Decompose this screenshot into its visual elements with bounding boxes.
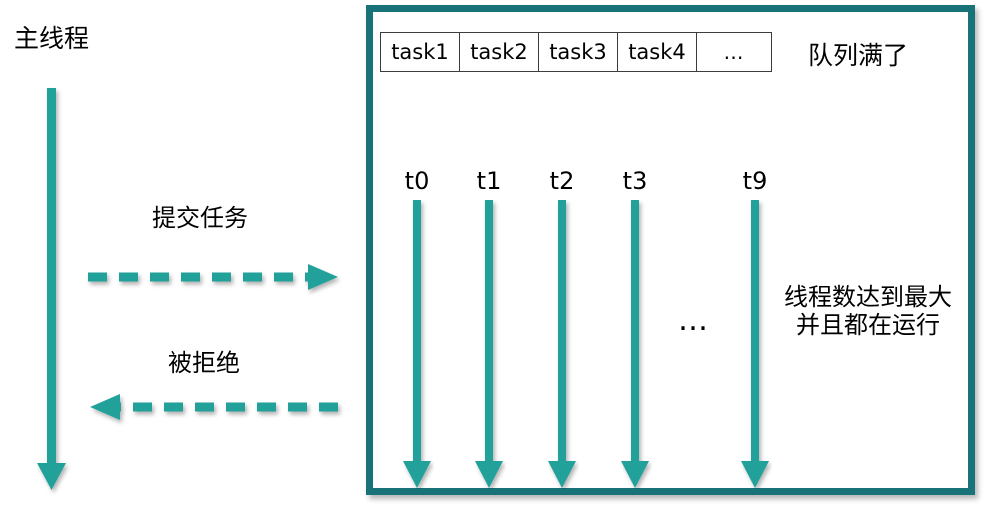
- queue-cell-ellipsis: …: [696, 32, 772, 72]
- thread-arrow-t1: [475, 200, 503, 488]
- thread-label-t3: t3: [622, 167, 648, 195]
- queue-cell-task1: task1: [380, 32, 460, 72]
- thread-label-t1: t1: [476, 167, 502, 195]
- queue-full-label: 队列满了: [808, 41, 909, 70]
- main-thread-label: 主线程: [14, 24, 90, 53]
- thread-arrow-t3: [621, 200, 649, 488]
- threads-ellipsis: …: [678, 303, 710, 338]
- queue-cell-task3: task3: [538, 32, 618, 72]
- max-threads-note-line2: 并且都在运行: [796, 311, 940, 340]
- thread-label-t9: t9: [742, 167, 768, 195]
- main-thread-lifeline-arrow: [37, 88, 66, 490]
- submit-task-label: 提交任务: [152, 204, 248, 232]
- max-threads-note: 线程数达到最大 并且都在运行: [770, 283, 966, 340]
- thread-arrow-t9: [741, 200, 769, 488]
- thread-pool-box: [366, 5, 975, 495]
- queue-cell-task4: task4: [617, 32, 697, 72]
- rejected-label: 被拒绝: [168, 349, 240, 377]
- thread-label-t0: t0: [404, 167, 430, 195]
- thread-label-t2: t2: [549, 167, 575, 195]
- table-row: task1 task2 task3 task4 …: [380, 32, 772, 72]
- task-queue-table: task1 task2 task3 task4 …: [380, 32, 772, 72]
- queue-cell-task2: task2: [459, 32, 539, 72]
- max-threads-note-line1: 线程数达到最大: [784, 283, 952, 311]
- submit-task-arrow: [88, 264, 338, 290]
- thread-arrow-t0: [403, 200, 431, 488]
- rejected-arrow: [90, 394, 338, 420]
- thread-arrow-t2: [548, 200, 576, 488]
